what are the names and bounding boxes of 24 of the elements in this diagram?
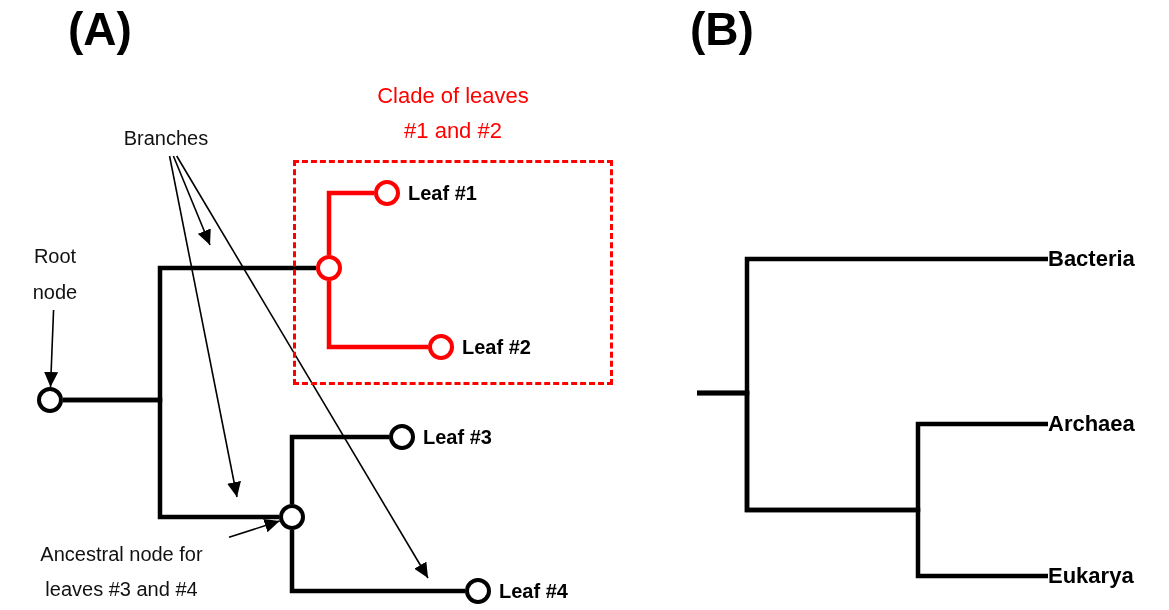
tree-branch-line <box>326 281 428 350</box>
leaf-label: Leaf #3 <box>423 425 492 449</box>
arrow <box>44 309 59 388</box>
taxon-label: Bacteria <box>1048 246 1135 272</box>
panel-label: (A) <box>68 2 132 56</box>
annotation-text: Branches <box>122 126 210 151</box>
tree-branch-line <box>63 397 279 520</box>
leaf-label: Leaf #2 <box>462 335 531 359</box>
panel-label: (B) <box>690 2 754 56</box>
arrow <box>228 518 281 539</box>
taxon-label: Eukarya <box>1048 563 1134 589</box>
annotation-text: Root node <box>31 244 79 305</box>
leaf-label: Leaf #1 <box>408 181 477 205</box>
taxon-label: Archaea <box>1048 411 1135 437</box>
tree-branch-line <box>326 190 374 255</box>
tree-branch-line <box>697 390 1048 579</box>
leaf-label: Leaf #4 <box>499 579 568 603</box>
arrow <box>168 155 241 498</box>
arrow <box>172 155 211 246</box>
arrow <box>175 155 429 579</box>
annotation-text: Ancestral node for leaves #3 and #4 <box>39 542 204 602</box>
tree-branch-line <box>289 434 389 504</box>
clade-heading: Clade of leaves #1 and #2 <box>376 82 530 145</box>
tree-branch-line <box>289 530 465 594</box>
